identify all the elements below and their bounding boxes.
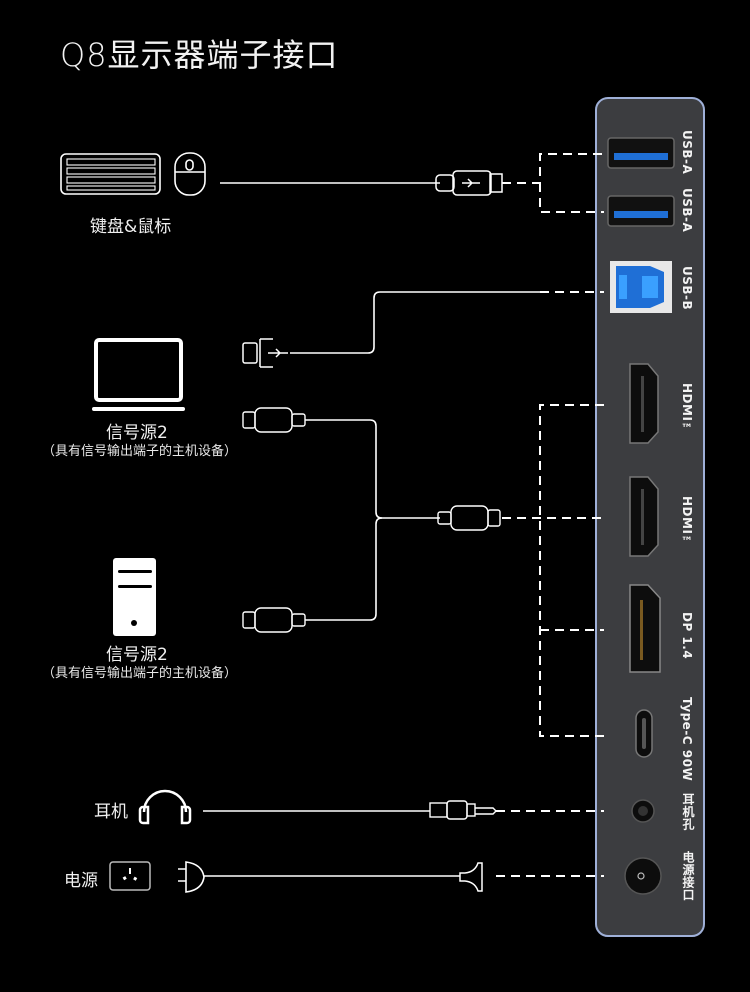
usb-b-port [610,261,672,313]
power-plug-end-icon [459,862,483,892]
source-pc-sublabel: （具有信号输出端子的主机设备） [42,666,238,681]
type-c-port [635,709,653,758]
source-laptop-sublabel: （具有信号输出端子的主机设备） [42,444,238,459]
port-label-usb-a-2: USB-A [680,188,694,233]
port-label-type-c: Type-C 90W [680,697,694,782]
keyboard-mouse-label: 键盘&鼠标 [90,217,172,237]
port-label-hdmi-2: HDMI™ [680,496,694,549]
port-label-hdmi-1: HDMI™ [680,383,694,436]
dashed-links [496,153,604,877]
keyboard-icon [60,153,161,195]
hdmi-port-2 [629,476,659,557]
hdmi-plug-icon-top [242,407,306,433]
pc-tower-icon [113,558,156,636]
power-outlet-icon [109,861,151,891]
wires [203,182,540,877]
usb-plug-icon [242,338,288,368]
hdmi-plug-icon-bottom [242,607,306,633]
page-title: Q8显示器端子接口 [60,36,339,74]
hdmi-cable-bottom [305,517,383,621]
usb-a-plug-icon [435,170,503,196]
usb-a-port-2 [607,195,675,227]
power-plug-icon [178,861,205,893]
source-laptop-label: 信号源2 [106,423,168,443]
displayport-port [629,584,661,673]
source-pc-label: 信号源2 [106,645,168,665]
port-label-usb-a-1: USB-A [680,130,694,175]
port-label-usb-b: USB-B [680,266,694,311]
hdmi-cable-top [305,419,440,519]
usb-a-port-1 [607,137,675,169]
usb-b-cable [290,291,540,354]
monitor-icon [92,338,185,411]
hdmi-plug-icon-monitor [437,505,501,531]
port-label-dp: DP 1.4 [680,612,694,660]
power-label: 电源 [64,871,98,891]
port-label-dc-in: 电源接口 [681,851,695,901]
hdmi-port-1 [629,363,659,444]
audio-plug-icon [429,800,497,820]
audio-jack-port [631,799,655,823]
headphones-icon [138,789,192,825]
mouse-icon [174,152,206,196]
headphones-label: 耳机 [94,802,128,822]
port-label-audio: 耳机孔 [681,793,695,831]
dc-power-port [624,857,662,895]
